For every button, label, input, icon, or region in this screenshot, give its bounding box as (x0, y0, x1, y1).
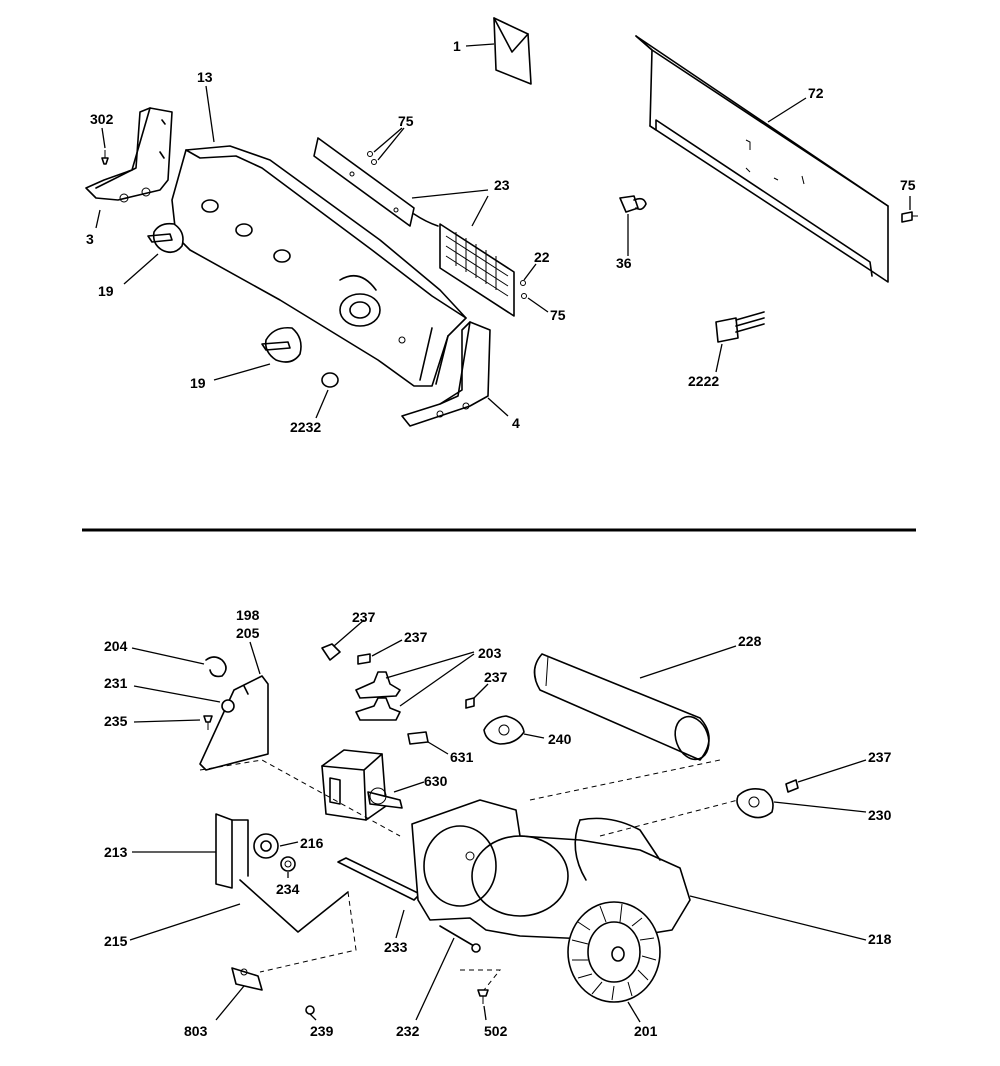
part-204-clip: 204 (104, 638, 227, 678)
label-2222: 2222 (688, 373, 719, 389)
label-19-upper: 19 (98, 283, 114, 299)
label-218: 218 (868, 931, 892, 947)
label-630: 630 (424, 773, 448, 789)
part-232-bolt: 232 (396, 925, 481, 1039)
label-201: 201 (634, 1023, 658, 1039)
label-72: 72 (808, 85, 824, 101)
part-231-thermostat: 231 (104, 675, 235, 713)
label-75-c: 75 (900, 177, 916, 193)
part-502-screw: 502 (477, 989, 508, 1039)
part-2222-terminal-block: 2222 (688, 311, 765, 389)
part-13-control-panel: 13 (171, 69, 467, 387)
part-4-end-cap-right: 4 (401, 321, 520, 431)
label-205: 205 (236, 625, 260, 641)
part-240-thermal-fuse: 240 (483, 715, 572, 747)
label-231: 231 (104, 675, 128, 691)
part-72-rear-panel: 72 (635, 35, 889, 283)
part-216-idler: 216 (253, 833, 324, 859)
label-13: 13 (197, 69, 213, 85)
part-75-screw-right: 75 (900, 177, 918, 223)
label-3: 3 (86, 231, 94, 247)
label-203: 203 (478, 645, 502, 661)
part-23-control-board: 23 (313, 137, 515, 317)
label-237-c: 237 (484, 669, 508, 685)
label-198: 198 (236, 607, 260, 623)
label-240: 240 (548, 731, 572, 747)
part-803-harness-clip: 803 (184, 967, 263, 1039)
part-228-duct: 228 (533, 633, 762, 761)
label-4: 4 (512, 415, 520, 431)
bottom-section: 198 205 204 231 235 237 (104, 607, 892, 1039)
part-230-thermostat: 230 (736, 788, 892, 823)
part-75-screw-small: 75 (521, 293, 566, 323)
label-631: 631 (450, 749, 474, 765)
label-75-b: 75 (550, 307, 566, 323)
label-215: 215 (104, 933, 128, 949)
part-215-rod: 215 (104, 879, 349, 949)
part-213-bracket: 213 (104, 813, 249, 889)
part-239-screw: 239 (305, 1005, 334, 1039)
part-237-screw-a: 237 (321, 609, 376, 661)
part-234-pulley: 234 (276, 856, 300, 897)
top-section: 1 302 3 13 (85, 17, 918, 435)
part-19-knob-upper: 19 (98, 222, 184, 299)
label-502: 502 (484, 1023, 508, 1039)
label-2232: 2232 (290, 419, 321, 435)
part-237-screw-b: 237 (357, 629, 428, 665)
label-234: 234 (276, 881, 300, 897)
part-75-screws-board: 75 (367, 113, 414, 165)
label-213: 213 (104, 844, 128, 860)
part-36-door-switch: 36 (616, 195, 647, 271)
part-22-clip: 22 (520, 249, 550, 286)
part-233-bracket: 233 (337, 857, 421, 955)
label-36: 36 (616, 255, 632, 271)
part-631-plug: 631 (407, 731, 474, 765)
label-302: 302 (90, 111, 114, 127)
label-228: 228 (738, 633, 762, 649)
label-237-a: 237 (352, 609, 376, 625)
label-1: 1 (453, 38, 461, 54)
part-1-literature: 1 (453, 17, 532, 85)
part-203-brackets: 203 (355, 645, 502, 721)
label-235: 235 (104, 713, 128, 729)
label-239: 239 (310, 1023, 334, 1039)
label-204: 204 (104, 638, 128, 654)
label-232: 232 (396, 1023, 420, 1039)
label-22: 22 (534, 249, 550, 265)
label-237-d: 237 (868, 749, 892, 765)
part-237-screw-d: 237 (785, 749, 892, 793)
part-630-timer: 630 (321, 749, 448, 821)
part-201-blower-wheel: 201 (567, 901, 661, 1039)
part-19-knob-lower: 19 (190, 326, 302, 391)
part-2232-button: 2232 (290, 372, 339, 435)
label-237-b: 237 (404, 629, 428, 645)
label-803: 803 (184, 1023, 208, 1039)
part-235-screw: 235 (104, 713, 213, 730)
part-3-end-cap-left: 302 3 (85, 107, 173, 247)
assembly-guide-lines (199, 759, 739, 991)
part-237-screw-c: 237 (465, 669, 508, 709)
label-19-lower: 19 (190, 375, 206, 391)
label-233: 233 (384, 939, 408, 955)
label-75-a: 75 (398, 113, 414, 129)
label-23: 23 (494, 177, 510, 193)
part-205-bracket: 198 205 (199, 607, 269, 771)
label-230: 230 (868, 807, 892, 823)
label-216: 216 (300, 835, 324, 851)
